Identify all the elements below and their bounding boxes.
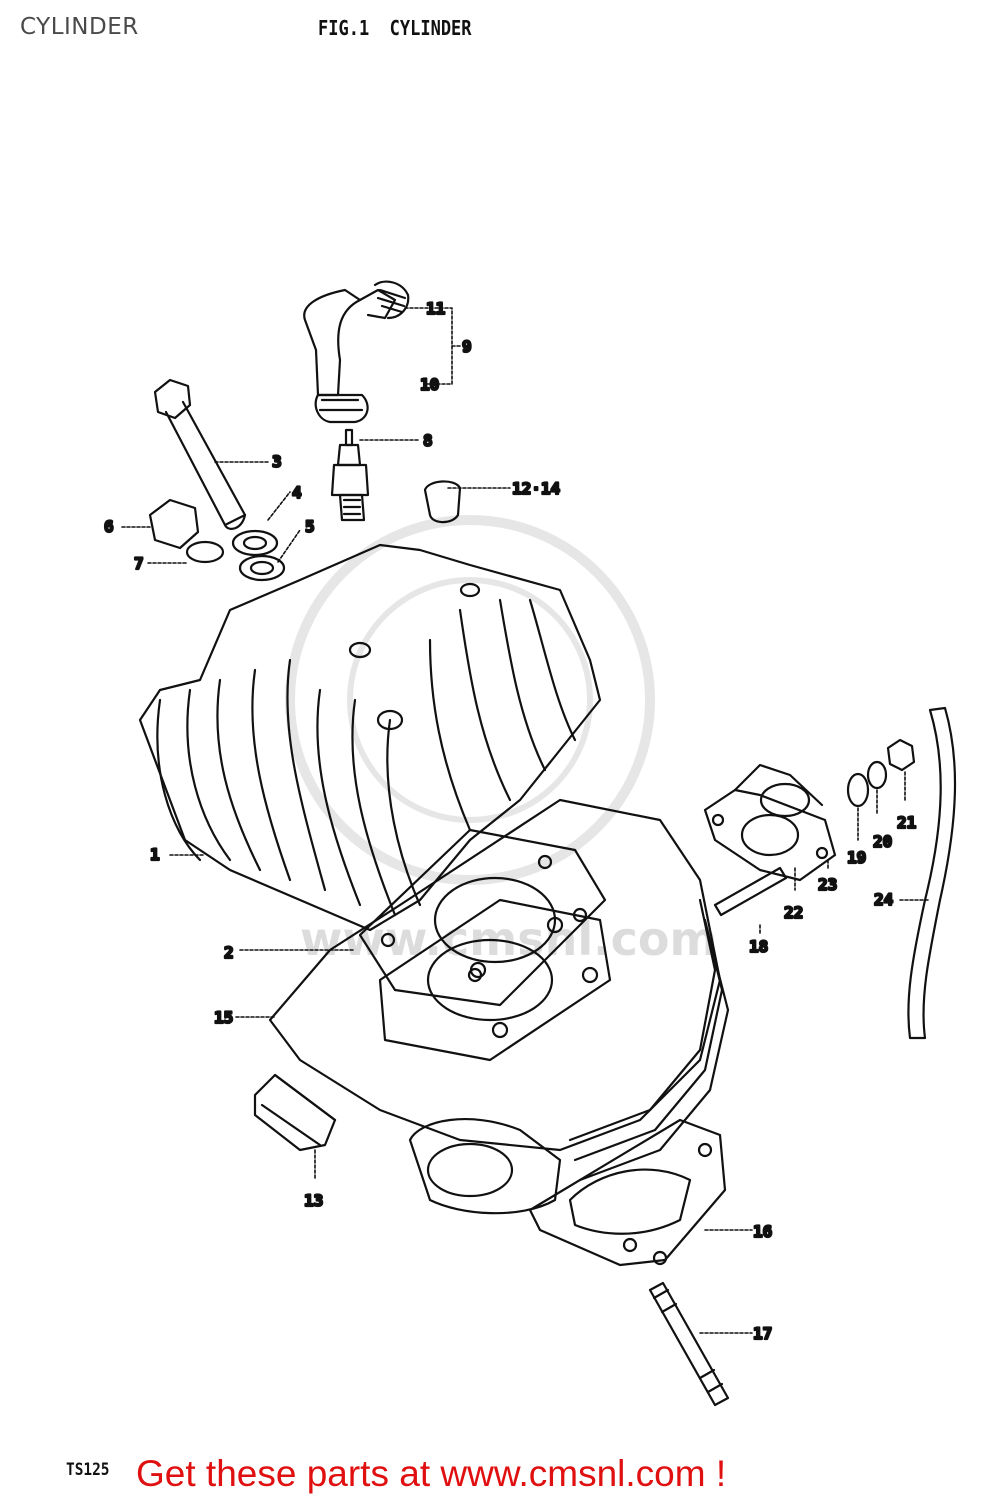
watermark — [285, 515, 655, 885]
callout-15: 15 — [214, 1008, 233, 1027]
callout-3: 3 — [272, 452, 282, 471]
washer — [238, 554, 286, 582]
breather-hose — [907, 706, 957, 1040]
washer-small — [185, 540, 225, 564]
callout-22: 22 — [784, 903, 803, 922]
leader-lines — [121, 307, 929, 1334]
callout-18: 18 — [749, 937, 768, 956]
spark-plug — [330, 428, 370, 522]
washer — [231, 529, 279, 557]
callout-12-14: 12·14 — [512, 479, 560, 498]
callout-17: 17 — [753, 1324, 772, 1343]
callout-2: 2 — [224, 943, 234, 962]
promo-link[interactable]: Get these parts at www.cmsnl.com ! — [136, 1453, 727, 1494]
model-code: TS125 — [66, 1460, 110, 1480]
cylinder-head — [138, 543, 602, 932]
callout-20: 20 — [873, 832, 892, 851]
exhaust-stud — [713, 866, 788, 917]
callout-4: 4 — [292, 483, 302, 502]
lock-washer — [866, 760, 888, 790]
spark-plug-cap — [303, 280, 410, 424]
callout-19: 19 — [847, 848, 866, 867]
callout-23: 23 — [818, 875, 837, 894]
callout-7: 7 — [134, 554, 144, 573]
flange-nut — [886, 738, 916, 772]
callout-1: 1 — [150, 845, 160, 864]
page-title: CYLINDER — [20, 14, 139, 40]
callout-10: 10 — [420, 375, 439, 394]
watermark-text: www.cmsnl.com — [300, 912, 717, 966]
figure-title: FIG.1 CYLINDER — [318, 16, 472, 40]
callout-8: 8 — [423, 431, 433, 450]
flange-washer — [846, 772, 870, 808]
callout-9: 9 — [462, 337, 472, 356]
rubber-cap — [423, 480, 462, 524]
callout-13: 13 — [304, 1191, 323, 1210]
head-gasket — [358, 828, 607, 1007]
cylinder-stud — [648, 1281, 730, 1407]
callout-5: 5 — [305, 517, 315, 536]
callout-6: 6 — [104, 517, 114, 536]
head-nut — [148, 498, 200, 550]
base-gasket — [528, 1118, 727, 1267]
exhaust-flange — [703, 763, 837, 882]
callout-21: 21 — [897, 813, 916, 832]
callout-24: 24 — [874, 890, 893, 909]
callout-11: 11 — [426, 299, 445, 318]
callout-16: 16 — [753, 1222, 772, 1241]
cylinder-body — [268, 798, 730, 1215]
rubber-damper — [253, 1073, 337, 1152]
head-bolt — [153, 378, 247, 530]
